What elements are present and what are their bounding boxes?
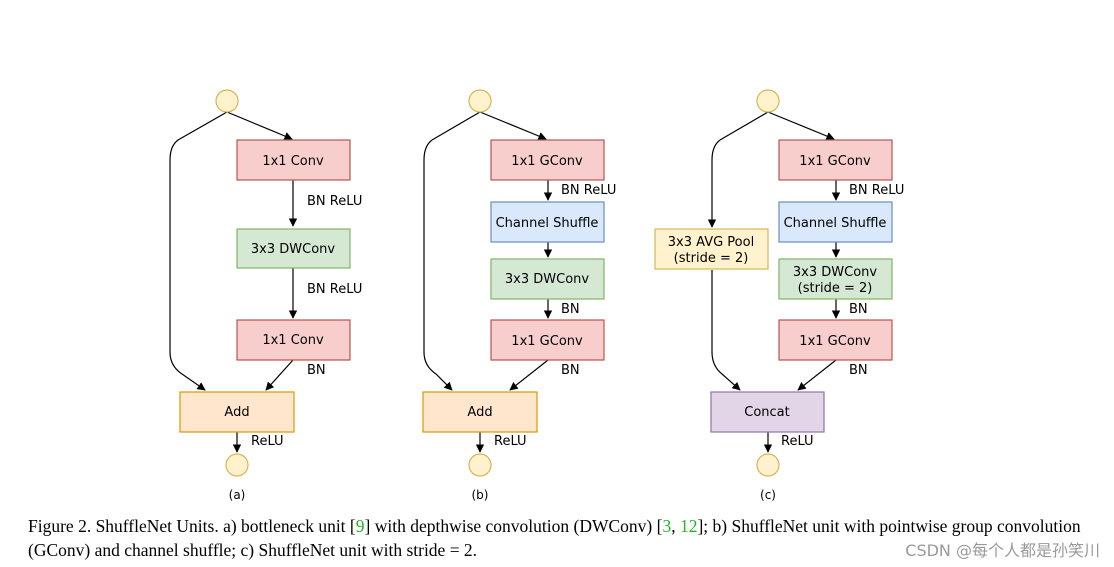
edge-label-relu: ReLU <box>494 434 527 449</box>
channel-shuffle-label: Channel Shuffle <box>784 216 887 231</box>
citation-link[interactable]: 9 <box>355 516 365 536</box>
edge-label-relu: ReLU <box>781 434 814 449</box>
concat-label: Concat <box>744 405 789 420</box>
edge-gconv-to-add <box>509 359 549 391</box>
dwconv-box <box>778 258 893 300</box>
panel-label: (c) <box>760 488 776 502</box>
gconv-box <box>490 139 605 181</box>
gconv-box <box>778 139 893 181</box>
citation-link[interactable]: 3 <box>662 516 672 536</box>
panel-a: 1x1 Conv BN ReLU 3x3 DWConv BN ReLU 1x1 … <box>169 89 362 502</box>
concat-box <box>710 391 825 433</box>
edge-input-to-pool <box>707 111 769 228</box>
dwconv-label: 3x3 DWConv <box>251 242 336 257</box>
gconv-box-2 <box>778 319 893 361</box>
gconv-box-2 <box>490 319 605 361</box>
caption-text: , <box>671 516 680 536</box>
dwconv-box <box>236 228 351 269</box>
edge-conv-to-add <box>265 359 294 391</box>
edge-input-to-gconv <box>479 111 547 141</box>
edge-label-bn: BN <box>561 363 580 378</box>
edge-label-bn-relu: BN ReLU <box>561 183 616 198</box>
figure-caption: Figure 2. ShuffleNet Units. a) bottlenec… <box>28 514 1088 562</box>
watermark: CSDN @每个人都是孙笑川 <box>905 541 1100 560</box>
panel-b: 1x1 GConv BN ReLU Channel Shuffle 3x3 DW… <box>422 89 616 502</box>
add-label: Add <box>224 405 249 420</box>
edge-shortcut <box>169 111 228 391</box>
output-node <box>468 453 492 477</box>
dwconv-label: 3x3 DWConv <box>793 265 878 280</box>
input-node <box>215 89 239 113</box>
dwconv-label: 3x3 DWConv <box>505 272 590 287</box>
panel-label: (a) <box>229 488 246 502</box>
gconv-label: 1x1 GConv <box>799 154 871 169</box>
panel-label: (b) <box>472 488 489 502</box>
caption-text: ] with depthwise convolution (DWConv) [ <box>364 516 663 536</box>
conv-label-2: 1x1 Conv <box>262 333 324 348</box>
avg-pool-stride-label: (stride = 2) <box>674 251 749 266</box>
edge-input-to-gconv <box>767 111 835 141</box>
avg-pool-label: 3x3 AVG Pool <box>668 235 754 250</box>
avg-pool-box <box>654 228 769 270</box>
citation-link[interactable]: 12 <box>679 516 698 536</box>
output-node <box>225 453 249 477</box>
edge-input-to-conv <box>226 111 293 140</box>
input-node <box>756 89 780 113</box>
edge-label-bn-relu: BN ReLU <box>849 183 904 198</box>
conv-box <box>236 139 351 181</box>
gconv-label-2: 1x1 GConv <box>799 334 871 349</box>
gconv-label-2: 1x1 GConv <box>511 334 583 349</box>
dwconv-stride-label: (stride = 2) <box>798 281 873 296</box>
edge-label-relu: ReLU <box>251 434 284 449</box>
edge-label-bn: BN <box>561 302 580 317</box>
edge-label-bn-relu: BN ReLU <box>307 282 362 297</box>
conv-label: 1x1 Conv <box>262 154 324 169</box>
edge-label-bn-relu: BN ReLU <box>307 194 362 209</box>
edge-pool-to-concat <box>711 270 741 391</box>
caption-text: ]; b) ShuffleNet unit with pointwise gro… <box>28 516 1081 560</box>
output-node <box>756 453 780 477</box>
caption-text: Figure 2. ShuffleNet Units. a) bottlenec… <box>28 516 356 536</box>
edge-label-bn: BN <box>849 302 868 317</box>
panel-c: 3x3 AVG Pool (stride = 2) 1x1 GConv BN R… <box>654 89 904 502</box>
add-label: Add <box>467 405 492 420</box>
add-box <box>179 391 295 433</box>
dwconv-box <box>490 258 605 300</box>
add-box <box>422 391 538 433</box>
channel-shuffle-box <box>490 201 605 243</box>
edge-label-bn: BN <box>307 363 326 378</box>
edge-shortcut <box>423 111 481 391</box>
conv-box-2 <box>236 319 351 361</box>
edge-label-bn: BN <box>849 363 868 378</box>
edge-gconv-to-concat <box>797 359 837 391</box>
gconv-label: 1x1 GConv <box>511 154 583 169</box>
input-node <box>468 89 492 113</box>
channel-shuffle-box <box>778 201 893 243</box>
channel-shuffle-label: Channel Shuffle <box>496 216 599 231</box>
